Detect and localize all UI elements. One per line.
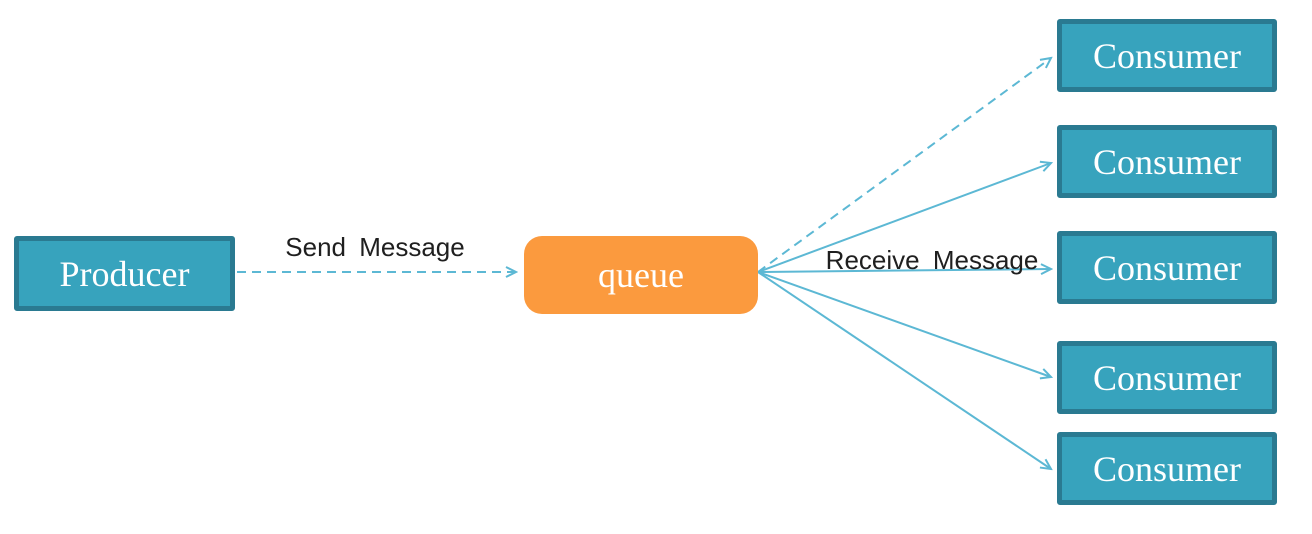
queue-to-consumer-4-arrow [757, 271, 1051, 377]
consumer-node-4: Consumer [1057, 341, 1277, 414]
queue-to-consumer-3-arrow [757, 269, 1051, 272]
queue-node: queue [524, 236, 758, 314]
consumer-node-3: Consumer [1057, 231, 1277, 304]
queue-to-consumer-2-arrow [757, 163, 1051, 273]
queue-to-consumer-5-arrow [757, 271, 1051, 469]
send-message-label: Send Message [285, 232, 465, 262]
queue-to-consumer-1-arrow [757, 58, 1051, 273]
receive-message-label: Receive Message [825, 245, 1039, 275]
producer-node: Producer [14, 236, 235, 311]
consumer-node-2: Consumer [1057, 125, 1277, 198]
consumer-node-1: Consumer [1057, 19, 1277, 92]
consumer-node-5: Consumer [1057, 432, 1277, 505]
